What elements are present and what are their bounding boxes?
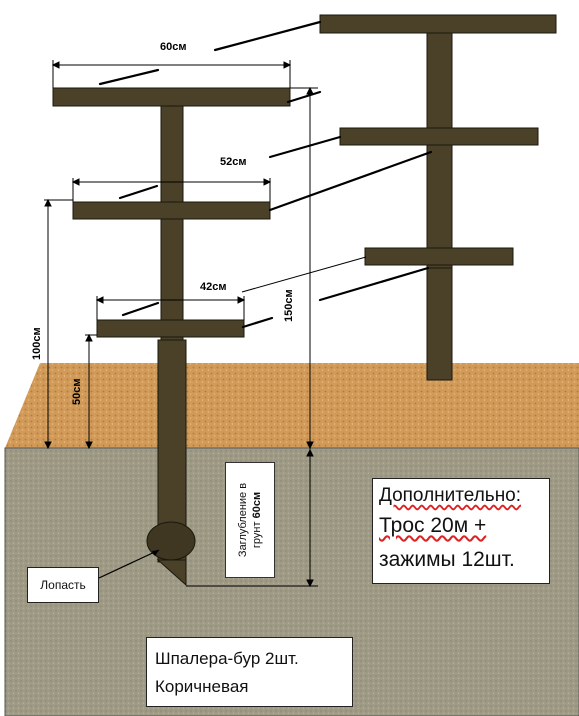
blade-label: Лопасть — [40, 578, 86, 592]
blade-pointer — [98, 549, 160, 579]
product-spec-line1: Шпалера-бур 2шт. — [155, 649, 299, 668]
product-spec-box: Шпалера-бур 2шт. Коричневая — [146, 637, 353, 707]
product-spec-line2: Коричневая — [155, 677, 249, 696]
cable-wires — [98, 20, 433, 329]
height-100-label: 100см — [31, 327, 43, 360]
width-low-label: 42см — [200, 281, 227, 293]
extras-box: Дополнительно: Трос 20м + зажимы 12шт. — [372, 478, 550, 584]
extras-line1: Трос 20м + — [379, 514, 487, 537]
back-top-crossbar — [319, 14, 557, 34]
height-150-label: 150см — [283, 289, 295, 322]
blade-pointer-arrow — [152, 550, 159, 556]
dimension-lines — [44, 60, 318, 588]
back-mid-crossbar — [339, 127, 539, 146]
thin-wire — [241, 256, 367, 293]
topsoil-surface — [5, 363, 579, 448]
front-top-crossbar — [52, 87, 291, 107]
front-trellis — [52, 87, 291, 587]
back-trellis — [319, 14, 557, 381]
depth-value: 60см — [251, 491, 263, 519]
front-low-crossbar — [96, 319, 245, 338]
blade-label-box: Лопасть — [27, 567, 99, 603]
extras-line2: зажимы 12шт. — [379, 548, 515, 571]
depth-text-line2: грунт — [251, 521, 263, 549]
depth-text-line1: Заглубление в — [237, 482, 249, 558]
depth-label-box: Заглубление в грунт 60см — [225, 462, 275, 578]
extras-heading: Дополнительно: — [379, 485, 522, 506]
front-mid-crossbar — [72, 201, 271, 220]
back-post — [426, 29, 453, 381]
front-post-upper — [160, 104, 184, 346]
height-50-label: 50см — [71, 379, 83, 406]
back-low-crossbar — [364, 247, 514, 266]
width-top-label: 60см — [160, 41, 187, 53]
width-mid-label: 52см — [220, 156, 247, 168]
